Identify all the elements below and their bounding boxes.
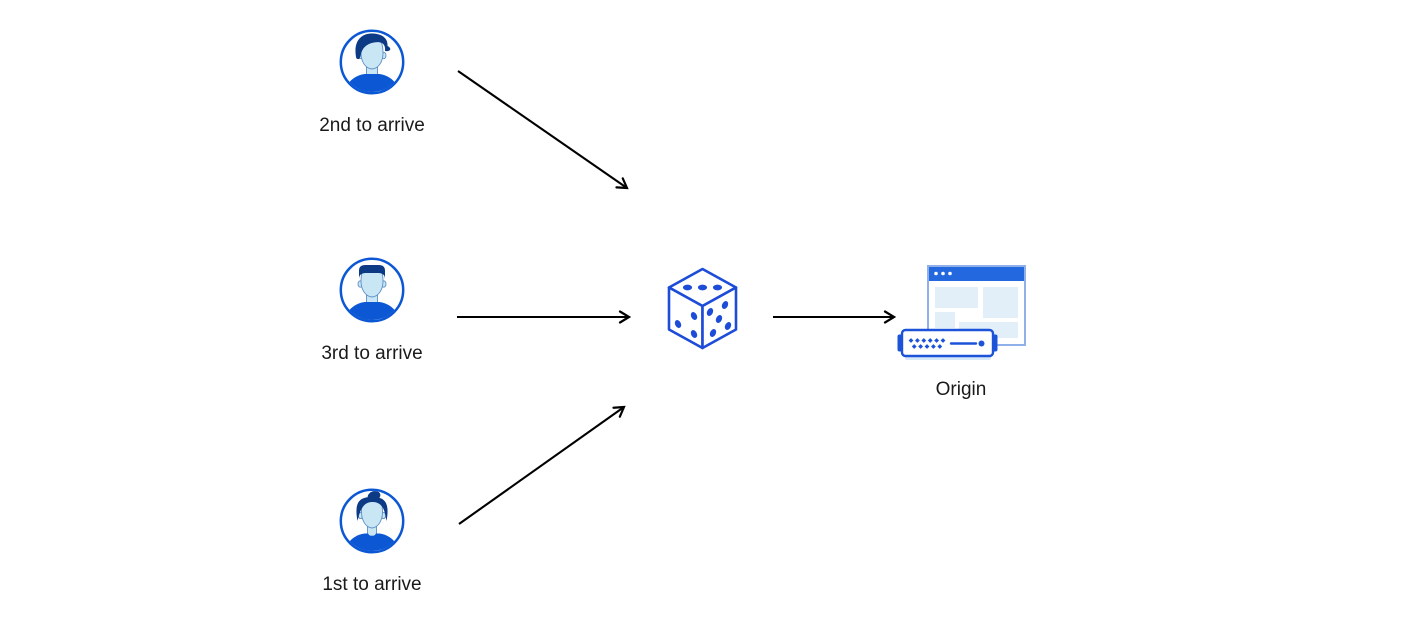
visitor-label-3rd: 3rd to arrive	[321, 343, 423, 364]
avatar-woman-bun-icon	[339, 488, 405, 554]
origin-server-icon	[897, 265, 1026, 360]
visitor-node-3rd: 3rd to arrive	[302, 257, 442, 366]
avatar-man-swept-hair-icon	[339, 29, 405, 95]
visitor-label-2nd: 2nd to arrive	[319, 115, 425, 136]
dice-node	[666, 266, 739, 351]
server-vents	[908, 338, 946, 349]
visitor-node-1st: 1st to arrive	[302, 488, 442, 597]
origin-label: Origin	[935, 379, 987, 400]
visitor-node-2nd: 2nd to arrive	[302, 29, 442, 138]
dice-icon	[667, 267, 738, 350]
arrow-visitor1-to-dice	[458, 407, 624, 525]
origin-node: Origin	[895, 260, 1027, 402]
arrow-visitor2-to-dice	[457, 70, 627, 188]
visitor-label-1st: 1st to arrive	[322, 574, 422, 595]
avatar-man-flattop-icon	[339, 257, 405, 323]
